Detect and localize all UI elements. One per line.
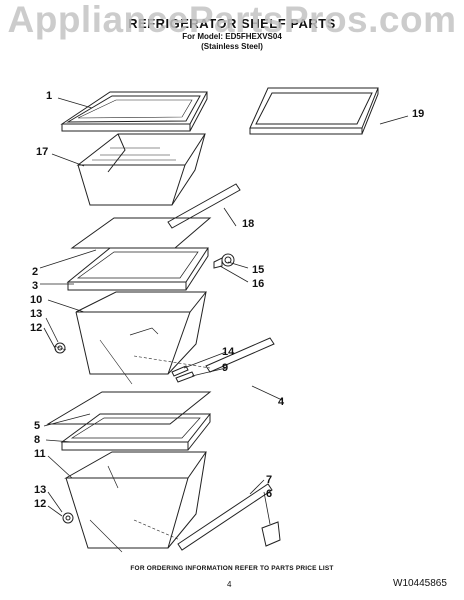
- callout-11: 11: [34, 448, 46, 460]
- callout-9: 9: [222, 362, 229, 374]
- callout-1: 1: [46, 90, 53, 102]
- callout-6: 6: [266, 488, 273, 500]
- callout-13-upper: 13: [30, 308, 43, 320]
- finish-line: (Stainless Steel): [201, 42, 263, 51]
- callout-12-upper: 12: [30, 322, 43, 334]
- callout-3: 3: [32, 280, 39, 292]
- document-number: W10445865: [393, 578, 447, 589]
- part-5-glass: [46, 391, 212, 425]
- part-8-cover-frame: [60, 413, 212, 451]
- callout-10: 10: [30, 294, 43, 306]
- part-3-cover-frame: [66, 247, 209, 291]
- callout-5: 5: [34, 420, 41, 432]
- callout-12-lower: 12: [34, 498, 47, 510]
- callout-7: 7: [266, 474, 273, 486]
- part-14-9-slides: [171, 365, 195, 383]
- callout-15: 15: [252, 264, 265, 276]
- ordering-note: FOR ORDERING INFORMATION REFER TO PARTS …: [130, 565, 334, 572]
- callout-13-lower: 13: [34, 484, 47, 496]
- part-17-pan: [76, 133, 206, 206]
- callout-8: 8: [34, 434, 41, 446]
- leader-lines: [39, 97, 409, 525]
- part-6-bracket: [261, 521, 281, 547]
- part-7-rail: [133, 483, 273, 551]
- callout-14: 14: [222, 346, 235, 358]
- part-10-crisper-drawer: [75, 291, 208, 385]
- part-2-glass: [70, 217, 212, 249]
- page-number: 4: [227, 580, 232, 589]
- model-line: For Model: ED5FHEXVS04: [182, 32, 282, 41]
- part-18-rail: [167, 183, 241, 229]
- part-1-shelf-frame: [60, 91, 208, 132]
- callout-17: 17: [36, 146, 49, 158]
- callout-2: 2: [32, 266, 39, 278]
- part-15-16-knob: [213, 253, 235, 269]
- part-11-crisper-drawer: [64, 451, 207, 553]
- part-19-glass-shelf: [249, 87, 379, 135]
- callout-19: 19: [412, 108, 425, 120]
- callout-18: 18: [242, 218, 255, 230]
- callout-16: 16: [252, 278, 265, 290]
- diagram-title: REFRIGERATOR SHELF PARTS: [128, 16, 336, 31]
- part-12-13-roller-lower: [62, 512, 74, 524]
- callout-4: 4: [278, 396, 285, 408]
- part-4-rail: [133, 337, 275, 373]
- part-12-13-roller-upper: [53, 342, 67, 354]
